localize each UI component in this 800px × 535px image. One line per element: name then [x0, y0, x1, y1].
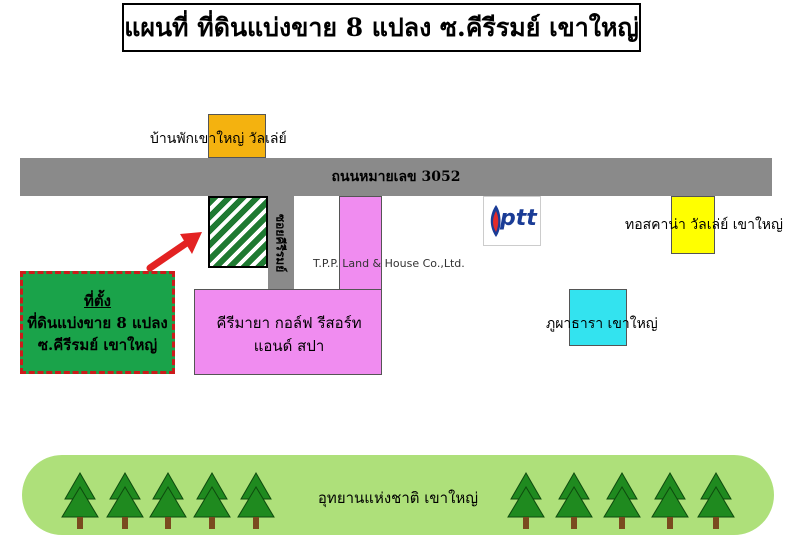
house-marker — [208, 114, 266, 158]
ptt-logo-icon — [490, 205, 501, 237]
resort-area-upper — [339, 196, 382, 292]
map-title: แผนที่ ที่ดินแบ่งขาย 8 แปลง ซ.คีรีรมย์ เ… — [122, 3, 641, 52]
soi-label: ซอยคีรีรมย์ — [273, 213, 288, 273]
land-plot — [208, 196, 268, 268]
phu-pha-thara-label: ภูผาธารา เขาใหญ่ — [546, 316, 658, 332]
resort-label: คีรีมายา กอล์ฟ รีสอร์ท แอนด์ สปา — [200, 312, 378, 358]
location-heading: ที่ตั้ง — [84, 291, 111, 310]
national-park — [22, 455, 774, 535]
red-arrow-icon — [146, 232, 202, 272]
location-line2: ซ.คีรีรมย์ เขาใหญ่ — [37, 335, 158, 354]
company-credit: T.P.P. Land & House Co.,Ltd. — [313, 257, 465, 270]
resort-label-line1: คีรีมายา กอล์ฟ รีสอร์ท — [216, 314, 362, 332]
location-box: ที่ตั้ง ที่ดินแบ่งขาย 8 แปลง ซ.คีรีรมย์ … — [20, 271, 175, 374]
toscana-marker — [671, 196, 715, 254]
resort-label-line2: แอนด์ สปา — [253, 337, 325, 355]
park-label: อุทยานแห่งชาติ เขาใหญ่ — [317, 489, 479, 507]
house-label: บ้านพักเขาใหญ่ วัลเล่ย์ — [150, 131, 287, 147]
main-road: ถนนหมายเลข 3052 — [20, 158, 772, 196]
soi-road — [268, 196, 294, 292]
resort-area — [194, 289, 382, 375]
ptt-logo-text: ptt — [500, 206, 537, 231]
toscana-label: ทอสคาน่า วัลเล่ย์ เขาใหญ่ — [625, 217, 783, 233]
phu-pha-thara-marker — [569, 289, 627, 346]
location-line1: ที่ดินแบ่งขาย 8 แปลง — [27, 313, 168, 332]
ptt-station — [483, 196, 541, 246]
